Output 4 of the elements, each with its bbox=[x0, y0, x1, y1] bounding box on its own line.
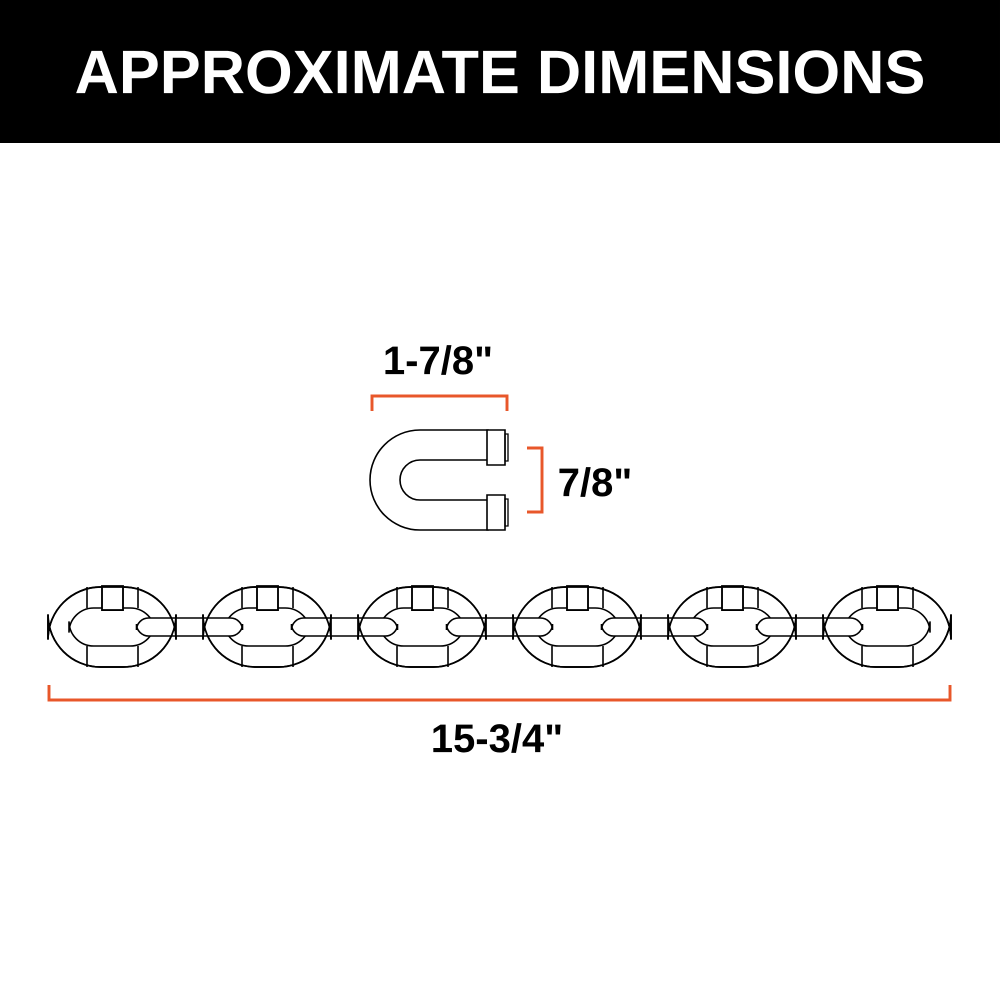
title-banner: APPROXIMATE DIMENSIONS bbox=[0, 0, 1000, 143]
dimension-label: 15-3/4" bbox=[433, 723, 561, 753]
dimension-label: 7/8" bbox=[559, 467, 630, 497]
dimension-label: 1-7/8" bbox=[385, 345, 490, 375]
